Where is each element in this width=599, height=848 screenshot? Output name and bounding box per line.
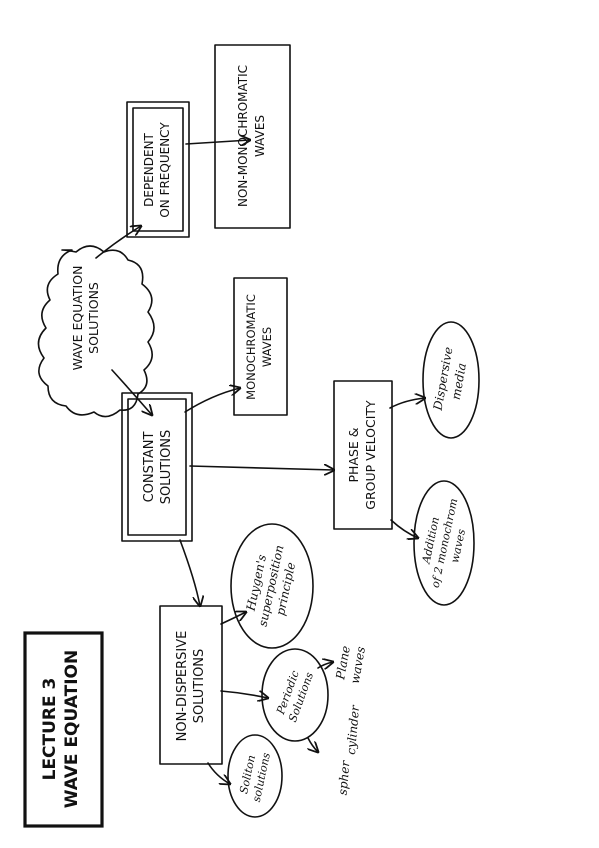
arrow-non-dispersive-to-periodic [220,690,268,698]
arrow-non-dispersive-to-huygens [220,612,246,625]
arrow-non-dispersive-to-soliton [207,762,230,784]
box [214,44,291,229]
arrow-constant-to-mono [184,388,240,413]
ellipse [413,480,475,606]
double-box-outer [121,392,193,542]
node-huygens-principle: Huygen's superposition principle [230,523,314,649]
phase-label-1: PHASE & [346,427,361,482]
plane-label-1: Plane [333,645,353,682]
root-label-1: WAVE EQUATION [70,266,85,371]
arrow-periodic-to-plane [317,662,333,668]
constant-label-2: SOLUTIONS [159,430,174,505]
title-line-2: WAVE EQUATION [62,650,82,808]
node-non-monochromatic-waves: NON-MONOCHROMATIC WAVES [214,44,291,229]
box [333,380,393,530]
non-dispersive-label-1: NON-DISPERSIVE [175,631,190,742]
node-non-dispersive-solutions: NON-DISPERSIVE SOLUTIONS [159,605,223,765]
dependent-label-1: DEPENDENT [142,132,156,206]
node-soliton-solutions: Soliton solutions [227,734,283,818]
mono-label-2: WAVES [260,327,274,367]
node-addition-of-monochrom-waves: Addition of 2 monochrom waves [413,480,475,606]
node-dependent-on-frequency: DEPENDENT ON FREQUENCY [126,101,190,238]
box [159,605,223,765]
cylinder-label: cylinder [344,704,362,756]
non-mono-label-1: NON-MONOCHROMATIC [236,65,250,207]
arrow-phase-to-dispersive [389,398,425,409]
arrow-periodic-to-sphere [308,737,318,752]
double-box-inner [127,398,187,536]
node-dispersive-media: Dispersive media [422,321,480,439]
non-dispersive-label-2: SOLUTIONS [192,649,207,724]
root-label-2: SOLUTIONS [86,282,101,354]
cloud-shape [37,245,155,418]
phase-label-2: GROUP VELOCITY [363,400,378,510]
non-mono-label-2: WAVES [253,115,267,157]
title-line-1: LECTURE 3 [40,678,60,781]
double-box-inner [132,107,184,232]
node-constant-solutions: CONSTANT SOLUTIONS [121,392,193,542]
ellipse [230,523,314,649]
node-sphere: spher [336,759,353,796]
node-phase-group-velocity: PHASE & GROUP VELOCITY [333,380,393,530]
plane-label-2: waves [348,646,368,685]
connectors [95,140,425,784]
ellipse [422,321,480,439]
arrow-constant-to-non-dispersive [179,539,200,606]
node-periodic-solutions: Periodic Solutions [261,648,329,742]
double-box-outer [126,101,190,238]
node-cylinder: cylinder [344,704,362,756]
node-wave-equation-solutions: WAVE EQUATION SOLUTIONS [37,245,155,418]
arrow-constant-to-phase [189,466,334,470]
arrow-dependent-to-non-mono [185,140,250,144]
dependent-label-2: ON FREQUENCY [158,122,172,218]
lecture-title: LECTURE 3 WAVE EQUATION [23,631,104,828]
node-plane-waves: Plane waves [333,645,368,685]
node-monochromatic-waves: MONOCHROMATIC WAVES [233,277,288,416]
arrow-phase-to-addition [390,519,418,538]
sphere-label: spher [336,759,353,796]
arrow-root-to-constant [111,369,152,415]
dispersive-label-2: media [449,362,469,401]
title-box [23,631,104,828]
arrow-root-to-dependent [95,226,141,259]
constant-label-1: CONSTANT [142,432,157,503]
mono-label-1: MONOCHROMATIC [244,294,258,400]
box [233,277,288,416]
